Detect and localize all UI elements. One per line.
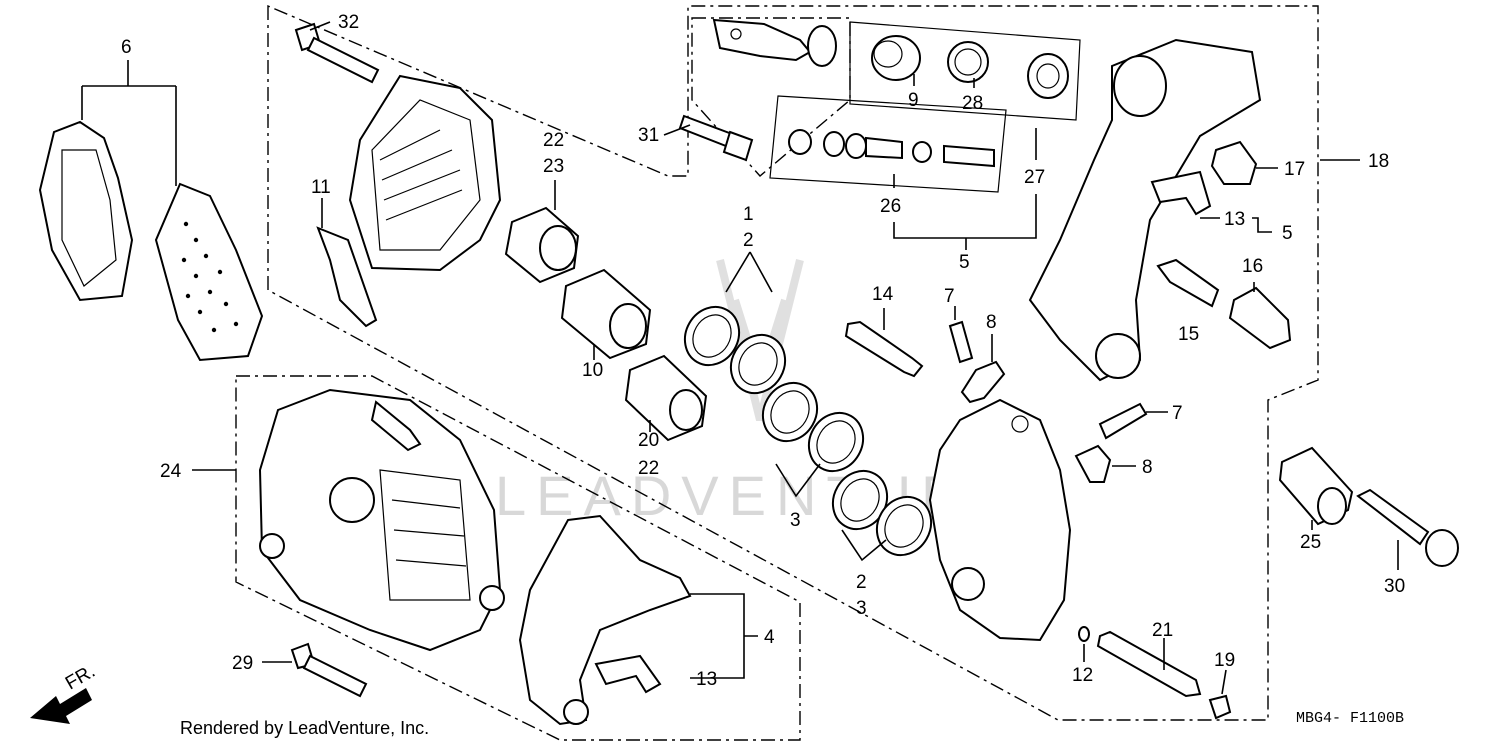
callout-8-lower: 8 [1142,457,1153,478]
leader-2-3 [841,529,887,562]
seal-rings [683,305,933,557]
bolt-31 [678,114,754,162]
leader-4 [690,593,758,679]
cap-8-lower [1074,444,1112,483]
leader-19 [1221,669,1227,695]
leader-13-upper [1200,217,1272,233]
callout-11: 11 [311,177,331,198]
bleeder-7-upper [948,320,974,364]
callout-10: 10 [582,360,603,381]
callout-3-bottom: 3 [856,598,867,619]
callout-22-top: 22 [543,130,564,151]
callout-2-top: 2 [743,230,754,251]
callout-3-mid: 3 [790,510,801,531]
callout-7-lower: 7 [1172,403,1183,424]
pin-sleeve-20 [624,354,708,442]
callout-30: 30 [1384,576,1405,597]
leader-3 [775,463,821,498]
callout-16: 16 [1242,256,1263,277]
brake-pad-right [154,182,264,362]
callout-22-bottom: 22 [638,458,659,479]
callout-13-upper: 13 [1224,209,1245,230]
washer-12 [1078,626,1090,642]
pad-retainer-13-lower [594,654,662,694]
callout-31: 31 [638,125,659,146]
callout-21: 21 [1152,620,1173,641]
callout-26: 26 [880,196,901,217]
callout-19: 19 [1214,650,1235,671]
callout-6: 6 [121,37,132,58]
outline-kit-box [769,95,1007,193]
front-marker-label: FR. [62,661,99,694]
callout-5-mid: 5 [959,252,970,273]
callout-27: 27 [1024,167,1045,188]
callout-14: 14 [872,284,894,305]
caliper-body-inner [928,398,1072,642]
valve-parts-26 [788,129,995,168]
pin-21 [1096,630,1202,698]
pin-15 [1156,258,1220,308]
piston-assembly [712,18,837,67]
leader-6 [81,60,177,186]
callout-29: 29 [232,653,253,674]
callout-32: 32 [338,12,359,33]
callout-5-right: 5 [1282,223,1293,244]
bolt-32 [294,22,380,84]
pad-spring [316,226,378,328]
leader-31 [663,124,691,136]
boot-17 [1210,140,1258,185]
callout-24: 24 [160,461,182,482]
callout-4: 4 [764,627,775,648]
bolt-30 [1356,488,1459,567]
pin-sleeve-23 [504,206,580,284]
front-arrow-icon [30,688,92,724]
leader-32 [309,21,331,31]
callout-8-upper: 8 [986,312,997,333]
callout-28: 28 [962,93,983,114]
pin-sleeve-10 [560,268,652,360]
pad-retainer-13-upper [1150,170,1212,216]
callout-9: 9 [908,90,919,111]
sleeve-25 [1278,446,1354,526]
callout-17: 17 [1284,159,1305,180]
callout-23: 23 [543,156,564,177]
seal-27-top [1027,53,1069,99]
callout-20: 20 [638,430,659,451]
callout-15: 15 [1178,324,1199,345]
bleeder-7-lower [1098,402,1148,440]
bushing-9 [871,35,921,81]
callout-7-upper: 7 [944,286,955,307]
cap-8-upper [960,360,1006,404]
callout-25: 25 [1300,532,1321,553]
circlip-28 [947,41,989,83]
callout-1: 1 [743,204,754,225]
plug-19 [1208,694,1232,720]
leader-1-2 [725,251,773,293]
callout-18: 18 [1368,151,1389,172]
caliper-assembly-24 [258,388,505,652]
caliper-bracket-upper [1028,38,1262,382]
callout-12: 12 [1072,665,1093,686]
callout-2-bottom: 2 [856,572,867,593]
pin-16 [1228,286,1292,350]
brake-pad-left [38,120,134,302]
outline-seal-box [849,21,1081,121]
leader-5-mid [893,194,1037,250]
caliper-bracket-lower [518,514,692,726]
pin-14 [844,320,924,378]
callout-13-lower: 13 [696,669,717,690]
bolt-29 [290,642,368,698]
outline-upper-caliper-group [267,4,1319,721]
diagram-code: MBG4- F1100B [1296,710,1404,727]
credit-text: Rendered by LeadVenture, Inc. [180,718,429,738]
outline-lower-caliper-group [235,375,801,741]
caliper-body-upper [348,74,502,272]
